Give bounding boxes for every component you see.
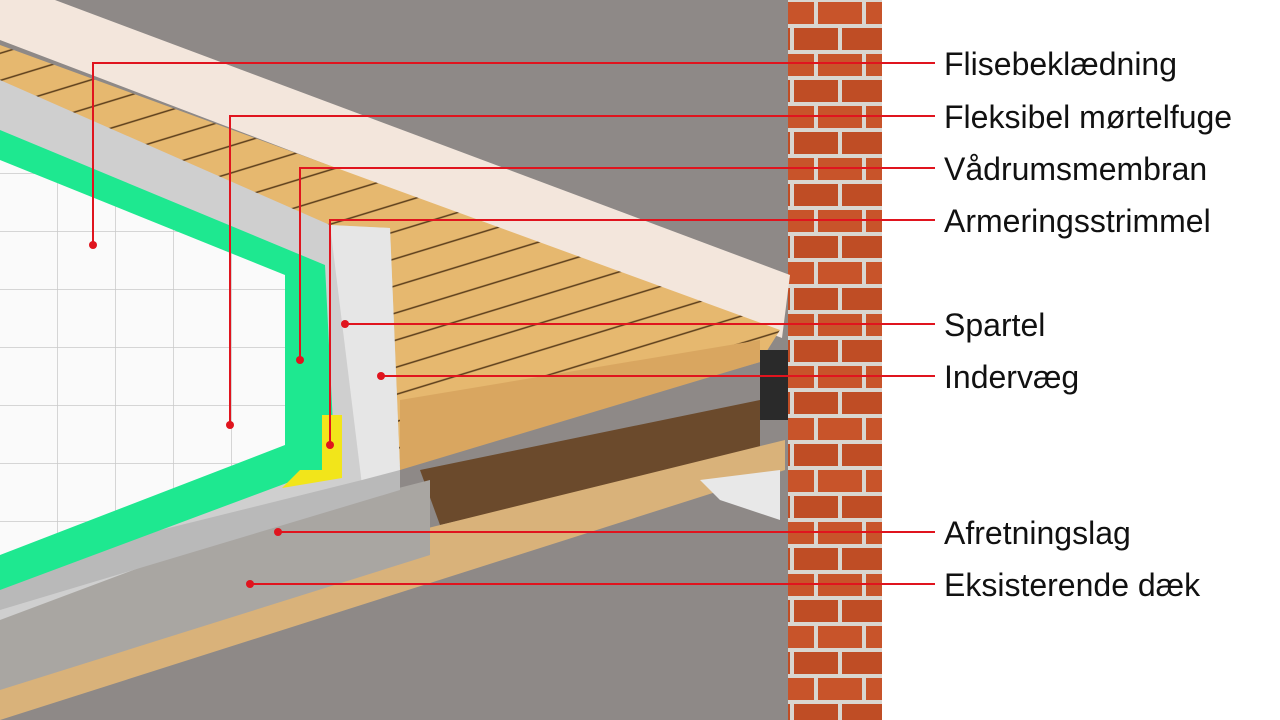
label-fleksibel-mortelfuge: Fleksibel mørtelfuge bbox=[944, 99, 1233, 135]
label-flisebeklaedning: Flisebeklædning bbox=[944, 46, 1178, 82]
label-afretningslag: Afretningslag bbox=[944, 515, 1131, 551]
label-eksisterende-daek: Eksisterende dæk bbox=[944, 567, 1201, 603]
label-armeringsstrimmel: Armeringsstrimmel bbox=[944, 203, 1211, 239]
insulation bbox=[420, 400, 760, 525]
leader-lines bbox=[92, 62, 935, 585]
label-spartel: Spartel bbox=[944, 307, 1046, 343]
existing-deck-beam bbox=[0, 440, 785, 720]
leader-dots bbox=[89, 241, 385, 588]
reinforcement-strip bbox=[282, 415, 342, 488]
bracket bbox=[700, 470, 780, 520]
inner-wall-edge bbox=[330, 225, 400, 485]
floor-edge bbox=[400, 340, 760, 470]
label-indervaeg: Indervæg bbox=[944, 359, 1080, 395]
sealing-strip bbox=[760, 350, 788, 420]
tiles bbox=[0, 160, 285, 555]
brick-wall bbox=[788, 0, 882, 720]
screed bbox=[0, 470, 400, 610]
label-vadrumsmembran: Vådrumsmembran bbox=[944, 151, 1208, 187]
